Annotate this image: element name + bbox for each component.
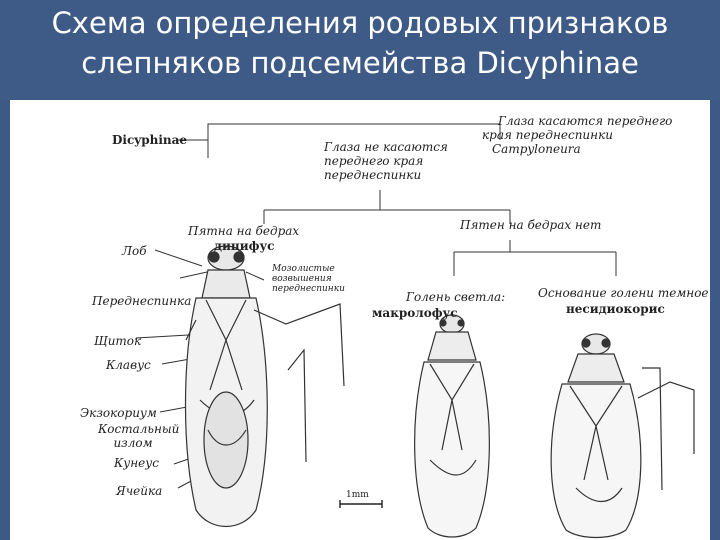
diagram-panel: Dicyphinae Глаза не касаются переднего к… <box>10 100 710 540</box>
part-costal-break: Костальный излом <box>98 422 180 450</box>
part-costal-line-2: излом <box>113 436 153 450</box>
scale-bar <box>339 500 383 508</box>
branch-right-line-1: Глаза касаются переднего <box>498 114 673 128</box>
part-pronotum: Переднеспинка <box>92 294 192 308</box>
title-bar: Схема определения родовых признаков слеп… <box>0 0 720 100</box>
tree-connector-tibia <box>453 240 617 276</box>
part-callosities-line-1: Мозолистые <box>272 264 335 274</box>
part-callosities-line-3: переднеспинки <box>272 284 345 294</box>
part-clavus: Клавус <box>106 358 151 372</box>
spots-yes-genus: дицифус <box>214 239 275 253</box>
part-callosities-line-2: возвышения <box>272 274 332 284</box>
tibia-dark-label: Основание голени темное <box>538 286 709 300</box>
tree-connector-spots <box>264 190 510 211</box>
insect-dicyphus <box>184 245 345 528</box>
tibia-dark-genus: несидиокорис <box>566 302 665 316</box>
branch-left-line-1: Глаза не касаются <box>324 140 448 154</box>
title-line-2: слепняков подсемейства Dicyphinae <box>81 46 639 80</box>
insect-macrolophus <box>414 314 490 538</box>
part-exocorium: Экзокориум <box>80 406 157 420</box>
part-lob: Лоб <box>122 244 147 258</box>
branch-right-label: Глаза касаются переднего края переднеспи… <box>482 114 672 156</box>
part-cuneus: Кунеус <box>114 456 159 470</box>
tree-connector-root <box>178 123 501 141</box>
spots-no-label: Пятен на бедрах нет <box>460 218 602 232</box>
leader-callosities <box>245 271 265 281</box>
tibia-light-label: Голень светла: <box>406 290 506 304</box>
insect-nesidiocoris <box>550 333 695 539</box>
scale-label: 1mm <box>346 490 369 500</box>
tree-root-label: Dicyphinae <box>112 133 188 147</box>
title-line-1: Схема определения родовых признаков <box>51 6 669 40</box>
diagram-drawing <box>135 123 695 539</box>
branch-left-line-3: переднеспинки <box>324 168 422 182</box>
branch-right-line-2: края переднеспинки <box>482 128 613 142</box>
part-cell: Ячейка <box>116 484 163 498</box>
leader-lob <box>154 249 203 267</box>
branch-left-line-2: переднего края <box>324 154 424 168</box>
part-scutellum: Щиток <box>94 334 142 348</box>
part-costal-line-1: Костальный <box>98 422 180 436</box>
branch-left-label: Глаза не касаются переднего края передне… <box>324 140 448 182</box>
part-callosities: Мозолистые возвышения переднеспинки <box>272 264 345 294</box>
tibia-light-genus: макролофус <box>372 306 458 320</box>
branch-right-line-3: Campyloneura <box>492 142 581 156</box>
spots-yes-label: Пятна на бедрах <box>188 224 300 238</box>
